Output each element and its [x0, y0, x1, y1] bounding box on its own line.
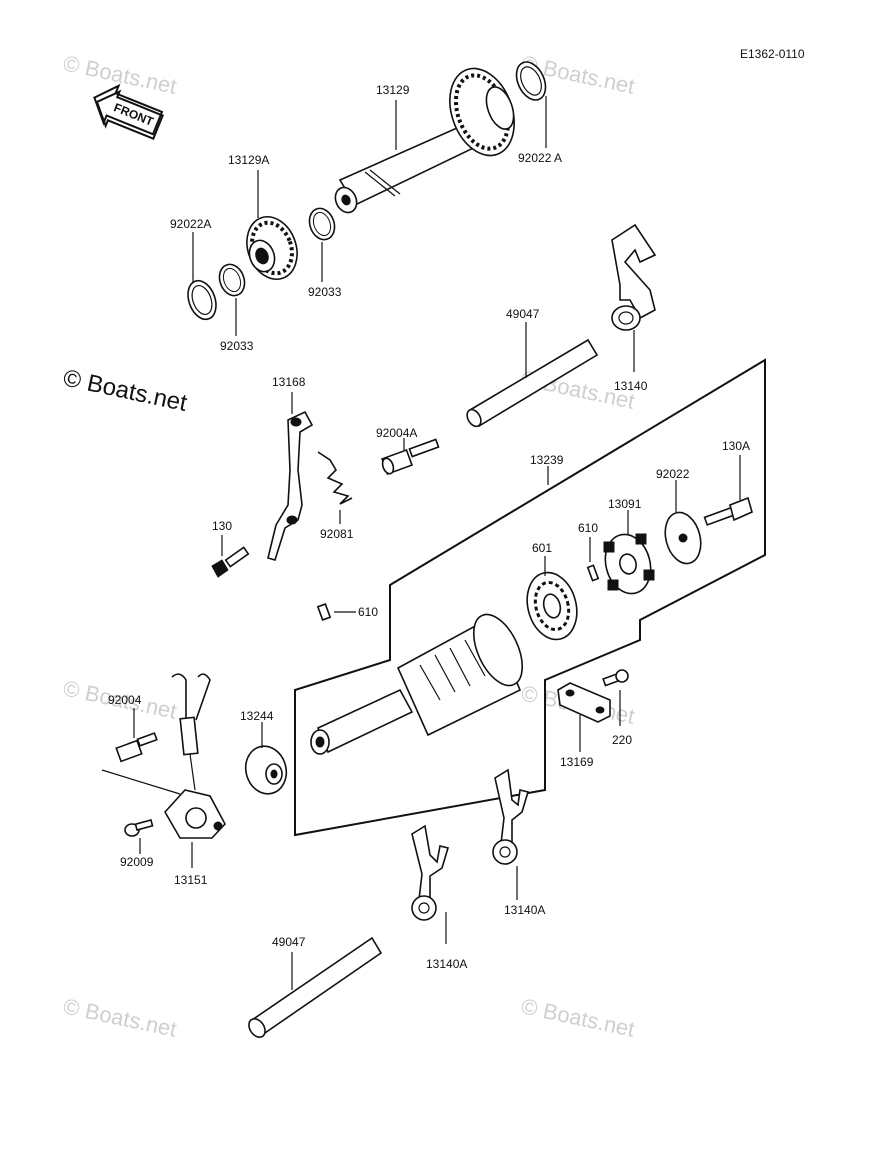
spring-92081 — [317, 451, 353, 505]
washer-92022A-top — [515, 61, 547, 101]
label-13129: 13129 — [376, 83, 410, 97]
label-92004: 92004 — [108, 693, 142, 707]
label-13129A: 13129A — [228, 153, 269, 167]
cam-13244 — [244, 745, 288, 795]
label-49047-bottom: 49047 — [272, 935, 306, 949]
label-92033-right: 92033 — [308, 285, 342, 299]
label-92004A: 92004A — [376, 426, 417, 440]
label-130A: 130A — [722, 439, 750, 453]
label-13169: 13169 — [560, 755, 594, 769]
pin-610-left — [316, 603, 332, 621]
label-13091: 13091 — [608, 497, 642, 511]
label-13140A-right: 13140A — [504, 903, 545, 917]
label-610-left: 610 — [358, 605, 378, 619]
label-92081: 92081 — [320, 527, 354, 541]
watermark-main: © Boats.net — [61, 364, 190, 417]
cam-13091 — [603, 533, 655, 595]
shift-fork-13140A-right — [492, 768, 530, 865]
plate-13169 — [557, 682, 611, 723]
bolt-130 — [211, 546, 250, 578]
circlip-92033-right — [308, 207, 336, 241]
label-92009: 92009 — [120, 855, 154, 869]
label-13239: 13239 — [530, 453, 564, 467]
stud-92004 — [115, 732, 158, 763]
label-13140: 13140 — [614, 379, 648, 393]
watermark-bottom-right: © Boats.net — [519, 993, 637, 1041]
label-92033-left: 92033 — [220, 339, 254, 353]
label-13244: 13244 — [240, 709, 274, 723]
screw-220 — [602, 669, 629, 687]
watermark-bottom-left: © Boats.net — [61, 993, 179, 1041]
label-13140A-left: 13140A — [426, 957, 467, 971]
neutral-switch-13151 — [164, 673, 226, 839]
label-92022A-top: 92022 A — [518, 151, 562, 165]
washer-92022A-left — [187, 279, 217, 321]
screw-92009 — [124, 819, 154, 837]
shaft-13129 — [334, 119, 492, 214]
gear-13129A — [246, 216, 298, 280]
shift-drum-assembly-outline — [294, 358, 766, 837]
label-13168: 13168 — [272, 375, 306, 389]
lever-13168 — [267, 410, 314, 561]
stud-92004A — [381, 438, 440, 475]
rod-49047-bottom — [248, 936, 383, 1038]
label-49047-top: 49047 — [506, 307, 540, 321]
label-130: 130 — [212, 519, 232, 533]
bolt-130A — [703, 496, 753, 526]
circlip-92033-left — [218, 263, 246, 297]
bearing-601 — [526, 571, 578, 641]
diagram-code: E1362-0110 — [740, 47, 805, 61]
shift-fork-13140A-left — [411, 824, 450, 921]
label-92022A-left: 92022A — [170, 217, 211, 231]
label-601: 601 — [532, 541, 552, 555]
shift-drum-13239 — [310, 613, 524, 755]
pin-610-right — [586, 564, 600, 582]
gear-13129-large — [449, 67, 515, 157]
shift-fork-13140 — [611, 223, 657, 331]
label-13151: 13151 — [174, 873, 208, 887]
label-610-right: 610 — [578, 521, 598, 535]
label-220: 220 — [612, 733, 632, 747]
washer-92022 — [664, 511, 702, 565]
rod-49047-top — [466, 338, 599, 428]
label-92022: 92022 — [656, 467, 690, 481]
